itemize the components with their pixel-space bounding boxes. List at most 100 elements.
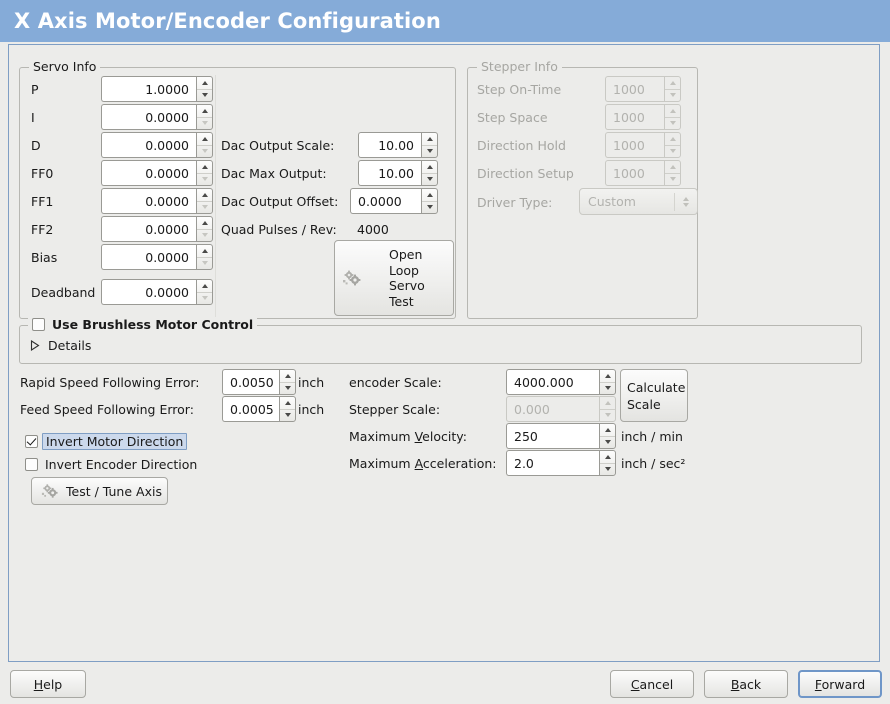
- spin-down-icon: [665, 172, 680, 186]
- spin-dac-max-output[interactable]: 10.00: [358, 160, 438, 186]
- spin-encoder-scale-buttons[interactable]: [599, 369, 616, 395]
- spin-up-icon[interactable]: [197, 189, 212, 201]
- spin-i-value[interactable]: 0.0000: [101, 104, 196, 130]
- spin-ff0-buttons[interactable]: [196, 160, 213, 186]
- spin-d-value[interactable]: 0.0000: [101, 132, 196, 158]
- spin-down-icon[interactable]: [280, 408, 295, 422]
- open-loop-servo-test-button[interactable]: Open Loop Servo Test: [334, 240, 454, 316]
- spin-feed-following-error-buttons[interactable]: [279, 396, 296, 422]
- spin-down-icon[interactable]: [197, 172, 212, 186]
- spin-dac-max-output-buttons[interactable]: [421, 160, 438, 186]
- spin-up-icon[interactable]: [197, 217, 212, 229]
- spin-up-icon[interactable]: [197, 105, 212, 117]
- spin-down-icon[interactable]: [197, 228, 212, 242]
- spin-down-icon[interactable]: [422, 200, 437, 214]
- spin-up-icon[interactable]: [600, 370, 615, 382]
- spin-i-buttons[interactable]: [196, 104, 213, 130]
- spin-deadband[interactable]: 0.0000: [101, 279, 213, 305]
- spin-down-icon[interactable]: [197, 291, 212, 305]
- spin-rapid-following-error[interactable]: 0.0050: [222, 369, 296, 395]
- spin-step-space-buttons: [664, 104, 681, 130]
- spin-p-buttons[interactable]: [196, 76, 213, 102]
- checkbox-box[interactable]: [25, 458, 38, 471]
- spin-p-value[interactable]: 1.0000: [101, 76, 196, 102]
- spin-up-icon: [665, 77, 680, 89]
- spin-down-icon[interactable]: [280, 381, 295, 395]
- spin-deadband-buttons[interactable]: [196, 279, 213, 305]
- spin-down-icon[interactable]: [600, 435, 615, 449]
- spin-maximum-acceleration[interactable]: 2.0: [506, 450, 616, 476]
- spin-maximum-velocity-value[interactable]: 250: [506, 423, 599, 449]
- spin-ff0-value[interactable]: 0.0000: [101, 160, 196, 186]
- spin-down-icon[interactable]: [600, 381, 615, 395]
- spin-dac-output-offset-value[interactable]: 0.0000: [350, 188, 421, 214]
- spin-ff1[interactable]: 0.0000: [101, 188, 213, 214]
- spin-bias-buttons[interactable]: [196, 244, 213, 270]
- spin-down-icon[interactable]: [197, 88, 212, 102]
- spin-down-icon[interactable]: [422, 144, 437, 158]
- forward-button[interactable]: Forward: [798, 670, 882, 698]
- spin-deadband-value[interactable]: 0.0000: [101, 279, 196, 305]
- spin-i[interactable]: 0.0000: [101, 104, 213, 130]
- spin-up-icon[interactable]: [197, 245, 212, 257]
- spin-dac-output-scale[interactable]: 10.00: [358, 132, 438, 158]
- back-button[interactable]: Back: [704, 670, 788, 698]
- spin-maximum-velocity-buttons[interactable]: [599, 423, 616, 449]
- spin-up-icon[interactable]: [280, 370, 295, 382]
- spin-down-icon[interactable]: [422, 172, 437, 186]
- spin-dac-output-offset[interactable]: 0.0000: [350, 188, 438, 214]
- spin-rapid-following-error-value[interactable]: 0.0050: [222, 369, 279, 395]
- spin-d[interactable]: 0.0000: [101, 132, 213, 158]
- spin-bias-value[interactable]: 0.0000: [101, 244, 196, 270]
- spin-d-buttons[interactable]: [196, 132, 213, 158]
- spin-ff2-value[interactable]: 0.0000: [101, 216, 196, 242]
- spin-up-icon: [665, 105, 680, 117]
- spin-down-icon[interactable]: [197, 116, 212, 130]
- spin-ff2[interactable]: 0.0000: [101, 216, 213, 242]
- spin-down-icon[interactable]: [600, 462, 615, 476]
- spin-ff1-value[interactable]: 0.0000: [101, 188, 196, 214]
- invert-motor-direction-checkbox[interactable]: Invert Motor Direction: [25, 433, 188, 450]
- use-brushless-motor-control-checkbox[interactable]: [32, 318, 45, 331]
- spin-up-icon[interactable]: [422, 189, 437, 201]
- spin-up-icon[interactable]: [422, 161, 437, 173]
- spin-up-icon[interactable]: [600, 451, 615, 463]
- calculate-scale-button[interactable]: Calculate Scale: [620, 369, 688, 422]
- spin-feed-following-error[interactable]: 0.0005: [222, 396, 296, 422]
- spin-bias[interactable]: 0.0000: [101, 244, 213, 270]
- spin-dac-output-scale-value[interactable]: 10.00: [358, 132, 421, 158]
- spin-up-icon[interactable]: [422, 133, 437, 145]
- label-encoder-scale: encoder Scale:: [349, 375, 442, 390]
- spin-up-icon[interactable]: [197, 133, 212, 145]
- spin-p[interactable]: 1.0000: [101, 76, 213, 102]
- spin-dac-output-offset-buttons[interactable]: [421, 188, 438, 214]
- spin-dac-output-scale-buttons[interactable]: [421, 132, 438, 158]
- spin-ff1-buttons[interactable]: [196, 188, 213, 214]
- spin-encoder-scale[interactable]: 4000.000: [506, 369, 616, 395]
- spin-down-icon[interactable]: [197, 144, 212, 158]
- spin-up-icon[interactable]: [197, 280, 212, 292]
- help-button[interactable]: Help: [10, 670, 86, 698]
- spin-maximum-acceleration-buttons[interactable]: [599, 450, 616, 476]
- details-expander[interactable]: Details: [30, 338, 91, 353]
- spin-ff0[interactable]: 0.0000: [101, 160, 213, 186]
- test-tune-axis-button[interactable]: Test / Tune Axis: [31, 477, 168, 505]
- spin-dac-max-output-value[interactable]: 10.00: [358, 160, 421, 186]
- cancel-button[interactable]: Cancel: [610, 670, 694, 698]
- spin-encoder-scale-value[interactable]: 4000.000: [506, 369, 599, 395]
- spin-up-icon[interactable]: [600, 424, 615, 436]
- content-area: Servo Info P I D FF0 FF1 FF2 Bias Deadba…: [8, 44, 880, 662]
- spin-down-icon[interactable]: [197, 256, 212, 270]
- invert-encoder-direction-checkbox[interactable]: Invert Encoder Direction: [25, 457, 197, 472]
- spin-down-icon[interactable]: [197, 200, 212, 214]
- spin-up-icon[interactable]: [280, 397, 295, 409]
- spin-rapid-following-error-buttons[interactable]: [279, 369, 296, 395]
- spin-ff2-buttons[interactable]: [196, 216, 213, 242]
- spin-down-icon: [665, 88, 680, 102]
- spin-feed-following-error-value[interactable]: 0.0005: [222, 396, 279, 422]
- spin-up-icon[interactable]: [197, 161, 212, 173]
- spin-maximum-velocity[interactable]: 250: [506, 423, 616, 449]
- spin-maximum-acceleration-value[interactable]: 2.0: [506, 450, 599, 476]
- checkbox-box[interactable]: [25, 435, 38, 448]
- spin-up-icon[interactable]: [197, 77, 212, 89]
